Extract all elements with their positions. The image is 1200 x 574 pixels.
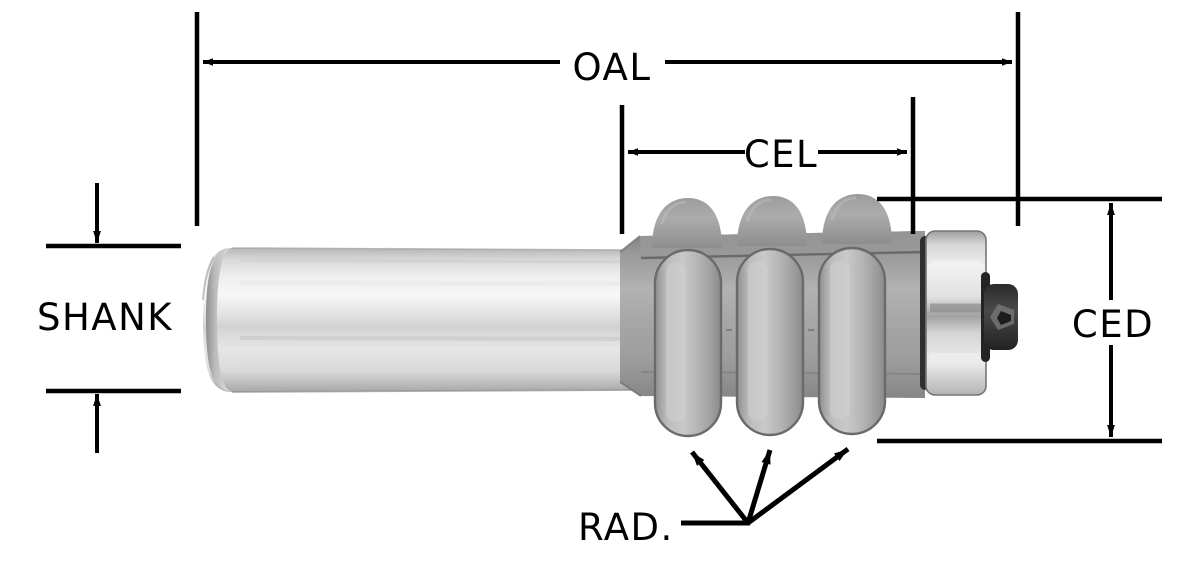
cutter-beads xyxy=(653,246,887,438)
rad-leader-arrow-left xyxy=(690,450,750,525)
ball-bearing xyxy=(920,230,990,396)
shank-label: SHANK xyxy=(37,296,173,339)
bead-1 xyxy=(653,248,723,438)
cel-dimension: CEL xyxy=(619,97,916,234)
oal-label: OAL xyxy=(573,46,652,89)
shank-dimension: SHANK xyxy=(37,183,181,453)
cel-label: CEL xyxy=(744,133,818,176)
rad-leader-arrow-right xyxy=(746,446,850,526)
rad-leader: RAD. xyxy=(578,446,850,549)
oal-dimension: OAL xyxy=(194,12,1021,226)
ced-dimension: CED xyxy=(877,196,1162,444)
bead-2 xyxy=(735,247,805,437)
hex-screw-head xyxy=(984,284,1018,350)
bit-shank xyxy=(202,247,638,393)
rad-leader-arrow-middle xyxy=(745,449,773,524)
bead-3 xyxy=(817,246,887,436)
cutter-back-domes xyxy=(652,194,892,248)
rad-label: RAD. xyxy=(578,506,674,549)
router-bit-artwork xyxy=(202,194,1018,438)
ced-label: CED xyxy=(1072,303,1154,346)
